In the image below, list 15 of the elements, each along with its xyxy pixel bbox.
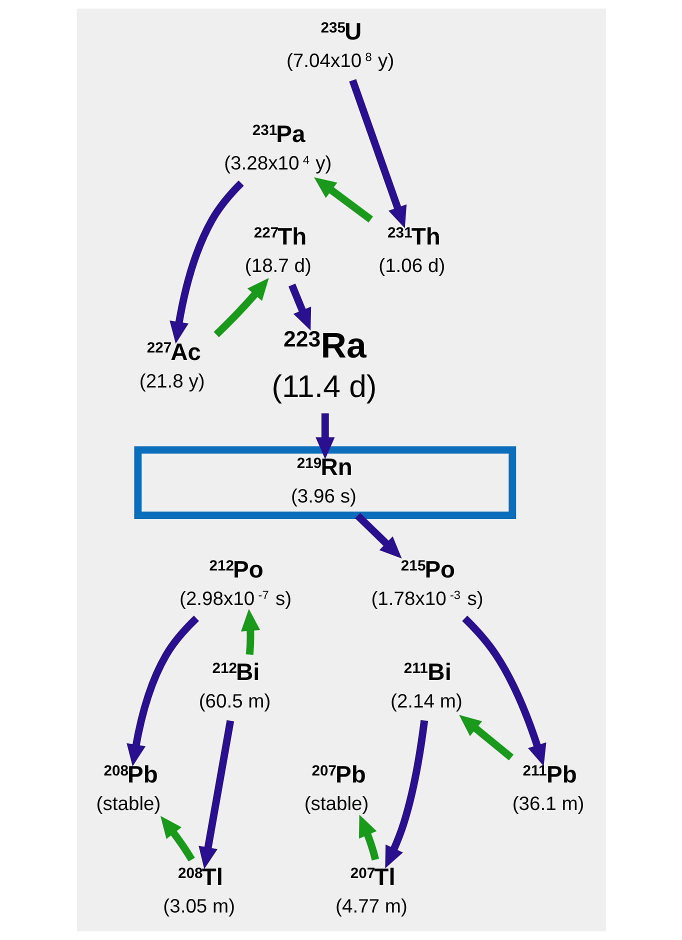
- arrow: [160, 816, 194, 862]
- arrow: [462, 616, 546, 766]
- arrow: [126, 616, 198, 766]
- arrow: [313, 177, 372, 222]
- arrow: [358, 814, 379, 861]
- arrow: [348, 79, 406, 228]
- arrow: [213, 278, 268, 338]
- arrow: [315, 413, 334, 460]
- arrow: [169, 180, 244, 344]
- arrow: [240, 608, 260, 655]
- arrow: [198, 720, 234, 870]
- arrow: [288, 284, 311, 330]
- arrow: [354, 512, 402, 558]
- arrow: [458, 714, 514, 760]
- arrow: [384, 720, 428, 868]
